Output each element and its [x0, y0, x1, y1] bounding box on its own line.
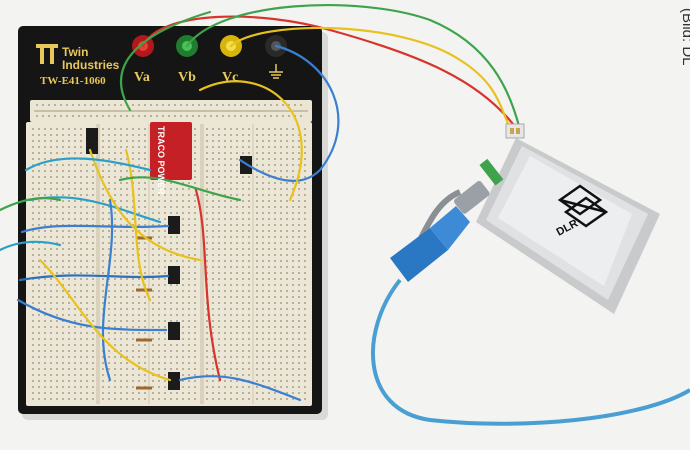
board-brand-line2: Industries [62, 58, 120, 72]
ic-chip [168, 266, 180, 284]
ic-chip [168, 322, 180, 340]
sensor-wires [0, 4, 522, 252]
dlr-sensor-pouch [476, 138, 660, 314]
breadboard-channel [252, 124, 254, 404]
blue-connector [390, 158, 504, 282]
sensor-connector [505, 123, 525, 139]
ground-symbol-icon [269, 64, 283, 79]
breadboard-channel [200, 124, 204, 404]
board-brand: Twin Industries [62, 46, 119, 72]
breadboard-channel [148, 124, 150, 404]
blue-cable [371, 278, 690, 426]
board-brand-line1: Twin [62, 45, 89, 59]
terminal-label-vc: Vc [222, 70, 239, 85]
dlr-logo-icon [557, 184, 609, 228]
ic-chip [86, 128, 98, 154]
resistor-components [136, 236, 152, 390]
terminal-label-vb: Vb [178, 70, 196, 85]
terminal-label-va: Va [134, 70, 150, 85]
twin-industries-logo-icon [36, 44, 58, 64]
ic-chip [168, 372, 180, 390]
power-rail-line [34, 110, 308, 112]
board-jumper-wires [16, 148, 302, 402]
traco-power-label: TRACO POWER [156, 126, 166, 195]
breadboard-channel [96, 124, 100, 404]
board-model-label: TW-E41-1060 [40, 75, 106, 87]
ic-chip [168, 216, 180, 234]
traco-power-module [150, 122, 192, 180]
photo-credit: (Bild: DL [679, 8, 690, 66]
